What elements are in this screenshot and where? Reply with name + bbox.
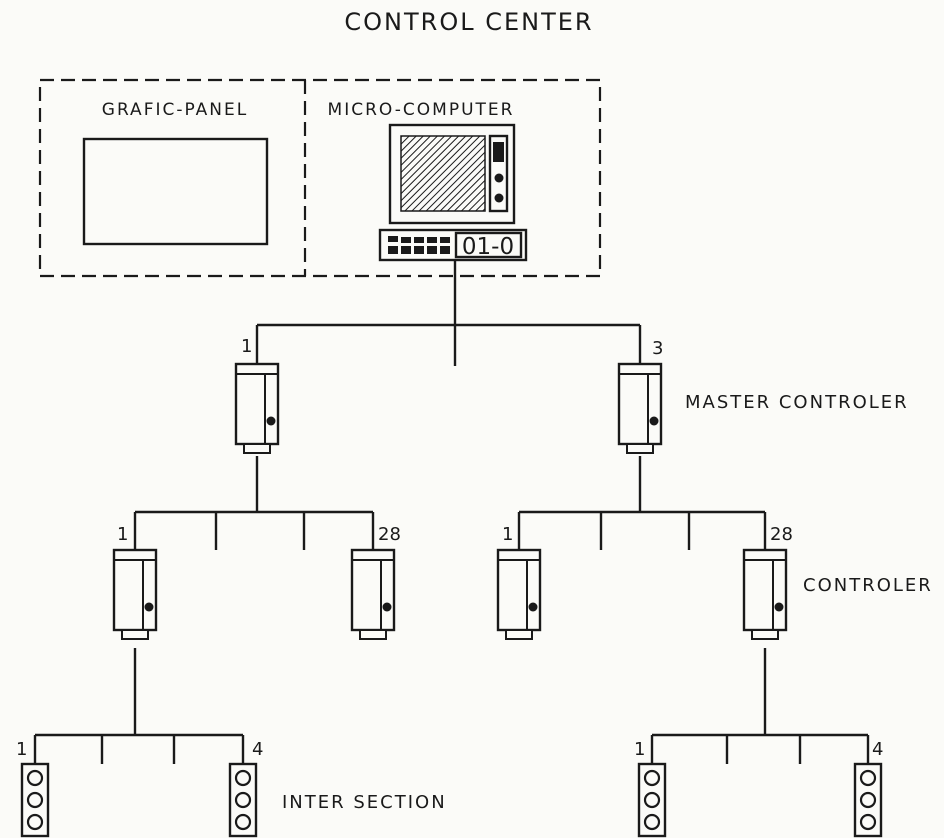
- ctrl-left-last-number: 28: [378, 524, 401, 545]
- inter-left-last-number: 4: [252, 739, 263, 760]
- micro-computer: MICRO-COMPUTER 01-0: [328, 100, 526, 260]
- grafic-panel-screen: [84, 139, 267, 244]
- inter-right-last-number: 4: [872, 739, 883, 760]
- master-controller-1: [236, 364, 278, 453]
- keyboard-icon: 01-0: [380, 230, 526, 260]
- master-right-number: 3: [652, 338, 663, 359]
- master-controller-label: MASTER CONTROLER: [685, 392, 909, 413]
- grafic-panel-label: GRAFIC-PANEL: [102, 100, 248, 120]
- master-left-number: 1: [241, 336, 252, 357]
- controller-left-1: [114, 550, 156, 639]
- traffic-light-left-4: [230, 764, 256, 836]
- grafic-panel: GRAFIC-PANEL: [84, 100, 267, 244]
- traffic-light-right-4: [855, 764, 881, 836]
- controller-right-1: [498, 550, 540, 639]
- master-controller-3: [619, 364, 661, 453]
- intersection-label: INTER SECTION: [282, 792, 447, 813]
- traffic-light-left-1: [22, 764, 48, 836]
- intersection-bus-left: [35, 648, 243, 764]
- ctrl-left-first-number: 1: [117, 524, 128, 545]
- ctrl-right-first-number: 1: [502, 524, 513, 545]
- controller-left-28: [352, 550, 394, 639]
- diagram-title: CONTROL CENTER: [344, 8, 593, 36]
- display-digits: 01-0: [462, 234, 514, 260]
- traffic-lights: [22, 764, 881, 836]
- monitor-icon: [390, 125, 514, 223]
- ctrl-right-last-number: 28: [770, 524, 793, 545]
- intersection-bus-right: [652, 648, 868, 764]
- controller-label: CONTROLER: [803, 575, 933, 596]
- inter-right-first-number: 1: [634, 739, 645, 760]
- controller-bus-left: [135, 456, 373, 550]
- traffic-light-right-1: [639, 764, 665, 836]
- controller-bus-right: [519, 456, 765, 550]
- controller-right-28: [744, 550, 786, 639]
- micro-computer-label: MICRO-COMPUTER: [328, 100, 515, 120]
- inter-left-first-number: 1: [16, 739, 27, 760]
